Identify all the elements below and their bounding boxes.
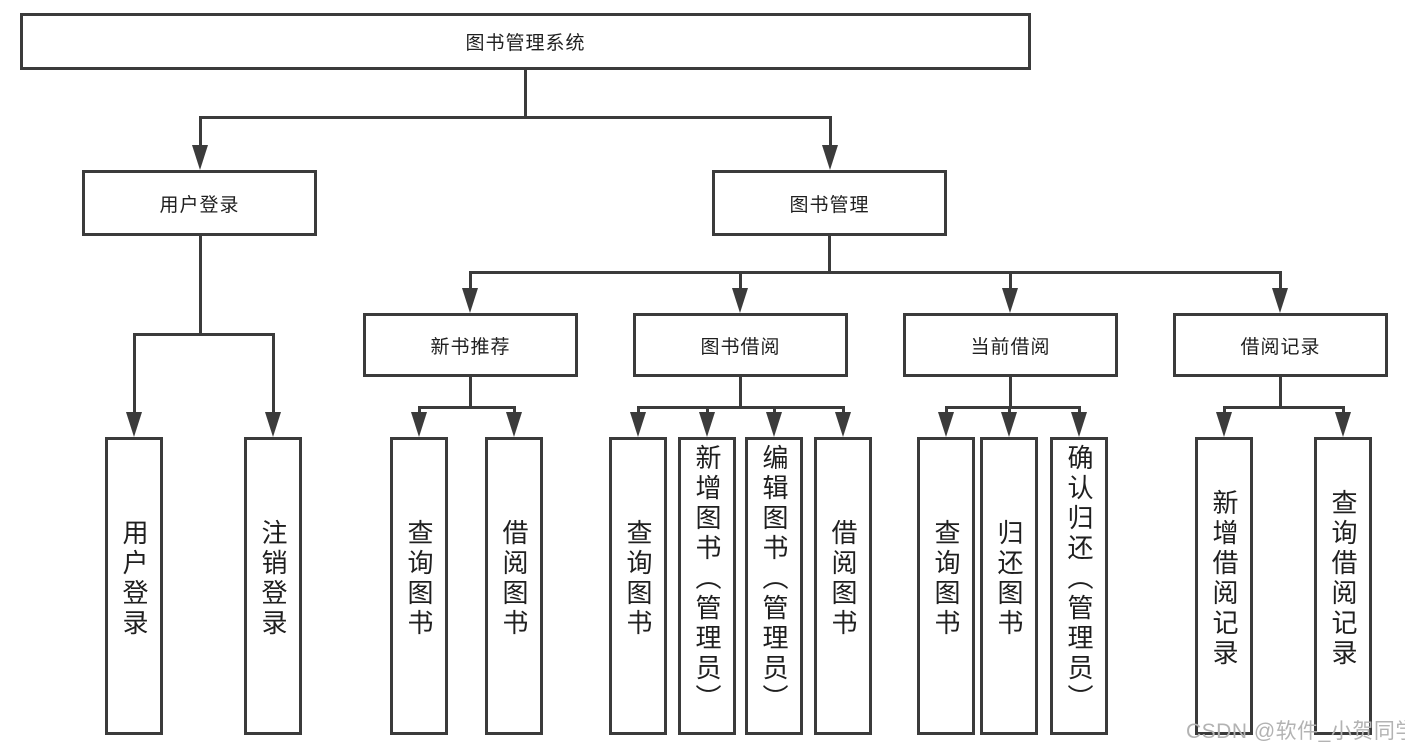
leaf-current-confirm-admin: 确认归还（管理员） (1050, 437, 1108, 735)
leaf-user-login: 用户登录 (105, 437, 163, 735)
node-borrow-records: 借阅记录 (1173, 313, 1388, 377)
connector-vline (637, 406, 640, 416)
connector-vline (199, 236, 202, 336)
connector-hline (133, 333, 275, 336)
leaf-logout: 注销登录 (244, 437, 302, 735)
connector-vline (1009, 271, 1012, 291)
arrowhead-down (1335, 412, 1351, 437)
arrowhead-down (411, 412, 427, 437)
leaf-newbooks-borrow: 借阅图书 (485, 437, 543, 735)
connector-vline (739, 271, 742, 291)
connector-vline (1008, 406, 1011, 416)
connector-vline (739, 377, 742, 409)
leaf-label: 借阅图书 (828, 519, 858, 639)
connector-vline (272, 333, 275, 415)
leaf-label: 查询图书 (931, 519, 961, 639)
arrowhead-down (506, 412, 522, 437)
node-label: 用户登录 (159, 194, 240, 216)
arrowhead-down (462, 288, 478, 313)
arrowhead-down (1002, 288, 1018, 313)
node-user-login: 用户登录 (82, 170, 317, 236)
connector-hline (945, 406, 1081, 409)
connector-vline (1078, 406, 1081, 416)
arrowhead-down (1071, 412, 1087, 437)
arrowhead-down (822, 145, 838, 170)
connector-vline (513, 406, 516, 416)
csdn-watermark: CSDN @软件_小贺同学 (1186, 720, 1405, 743)
arrowhead-down (766, 412, 782, 437)
connector-vline (1009, 377, 1012, 409)
connector-vline (199, 116, 202, 148)
arrowhead-down (1001, 412, 1017, 437)
connector-hline (469, 271, 1282, 274)
node-label: 图书借阅 (700, 336, 781, 358)
node-new-book-recommend: 新书推荐 (363, 313, 578, 377)
connector-vline (1279, 377, 1282, 409)
leaf-borrow-query: 查询图书 (609, 437, 667, 735)
connector-vline (842, 406, 845, 416)
arrowhead-down (126, 412, 142, 437)
connector-hline (418, 406, 516, 409)
connector-vline (945, 406, 948, 416)
leaf-label: 新增借阅记录 (1209, 489, 1239, 669)
arrowhead-down (265, 412, 281, 437)
node-label: 借阅记录 (1240, 336, 1321, 358)
arrowhead-down (699, 412, 715, 437)
connector-vline (1342, 406, 1345, 416)
connector-vline (524, 70, 527, 117)
node-label: 图书管理 (789, 194, 870, 216)
leaf-records-query: 查询借阅记录 (1314, 437, 1372, 735)
node-book-management: 图书管理 (712, 170, 947, 236)
arrowhead-down (192, 145, 208, 170)
node-label: 当前借阅 (970, 336, 1051, 358)
connector-vline (469, 271, 472, 291)
connector-vline (1279, 271, 1282, 291)
arrowhead-down (835, 412, 851, 437)
leaf-records-add: 新增借阅记录 (1195, 437, 1253, 735)
node-label: 图书管理系统 (465, 33, 586, 54)
connector-vline (706, 406, 709, 416)
arrowhead-down (630, 412, 646, 437)
leaf-borrow-borrow: 借阅图书 (814, 437, 872, 735)
connector-vline (469, 377, 472, 409)
node-current-borrow: 当前借阅 (903, 313, 1118, 377)
arrowhead-down (732, 288, 748, 313)
connector-hline (637, 406, 845, 409)
leaf-label: 用户登录 (119, 519, 149, 639)
leaf-label: 查询借阅记录 (1328, 489, 1358, 669)
leaf-borrow-add-admin: 新增图书（管理员） (678, 437, 736, 735)
leaf-current-return: 归还图书 (980, 437, 1038, 735)
arrowhead-down (938, 412, 954, 437)
node-library-management-system: 图书管理系统 (20, 13, 1031, 70)
leaf-current-query: 查询图书 (917, 437, 975, 735)
arrowhead-down (1216, 412, 1232, 437)
leaf-borrow-edit-admin: 编辑图书（管理员） (745, 437, 803, 735)
connector-vline (133, 333, 136, 415)
leaf-label: 查询图书 (404, 519, 434, 639)
leaf-label: 借阅图书 (499, 519, 529, 639)
leaf-label: 归还图书 (994, 519, 1024, 639)
connector-hline (1223, 406, 1345, 409)
connector-vline (773, 406, 776, 416)
connector-vline (1223, 406, 1226, 416)
node-label: 新书推荐 (430, 336, 511, 358)
leaf-label: 确认归还（管理员） (1064, 444, 1094, 714)
arrowhead-down (1272, 288, 1288, 313)
node-book-borrow: 图书借阅 (633, 313, 848, 377)
connector-vline (418, 406, 421, 416)
connector-vline (828, 236, 831, 274)
leaf-newbooks-query: 查询图书 (390, 437, 448, 735)
leaf-label: 编辑图书（管理员） (759, 444, 789, 714)
connector-hline (199, 116, 831, 119)
connector-vline (829, 116, 832, 148)
leaf-label: 新增图书（管理员） (692, 444, 722, 714)
leaf-label: 查询图书 (623, 519, 653, 639)
leaf-label: 注销登录 (258, 519, 288, 639)
